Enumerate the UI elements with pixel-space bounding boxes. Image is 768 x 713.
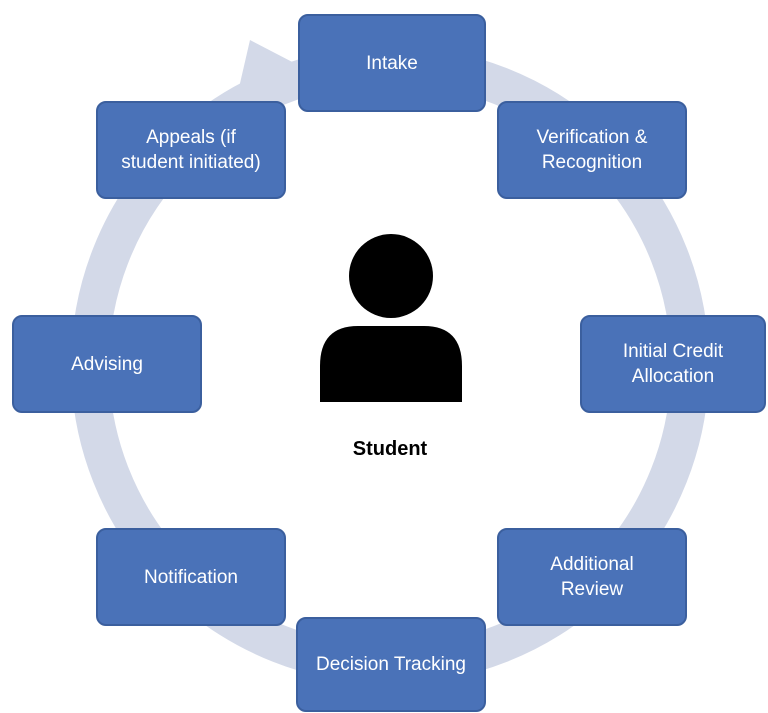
center-label: Student: [352, 438, 428, 460]
cycle-arrowhead-icon: [238, 40, 300, 92]
step-advising[interactable]: Advising: [12, 315, 202, 413]
step-additional-review-label: Additional Review: [550, 554, 634, 600]
step-appeals-label: Appeals (if student initiated): [121, 127, 261, 173]
step-notification-label: Notification: [144, 566, 238, 588]
step-verification-recognition-label: Verification & Recognition: [536, 127, 648, 173]
step-decision-tracking-label: Decision Tracking: [316, 654, 466, 675]
step-verification-recognition[interactable]: Verification & Recognition: [497, 101, 687, 199]
step-intake-label: Intake: [366, 52, 418, 74]
person-silhouette-icon: [320, 234, 462, 402]
step-decision-tracking[interactable]: Decision Tracking: [296, 617, 486, 712]
step-initial-credit-allocation[interactable]: Initial Credit Allocation: [580, 315, 766, 413]
step-notification[interactable]: Notification: [96, 528, 286, 626]
step-initial-credit-allocation-label: Initial Credit Allocation: [622, 341, 724, 387]
step-additional-review[interactable]: Additional Review: [497, 528, 687, 626]
step-advising-label: Advising: [71, 353, 143, 375]
step-appeals[interactable]: Appeals (if student initiated): [96, 101, 286, 199]
step-intake[interactable]: Intake: [298, 14, 486, 112]
